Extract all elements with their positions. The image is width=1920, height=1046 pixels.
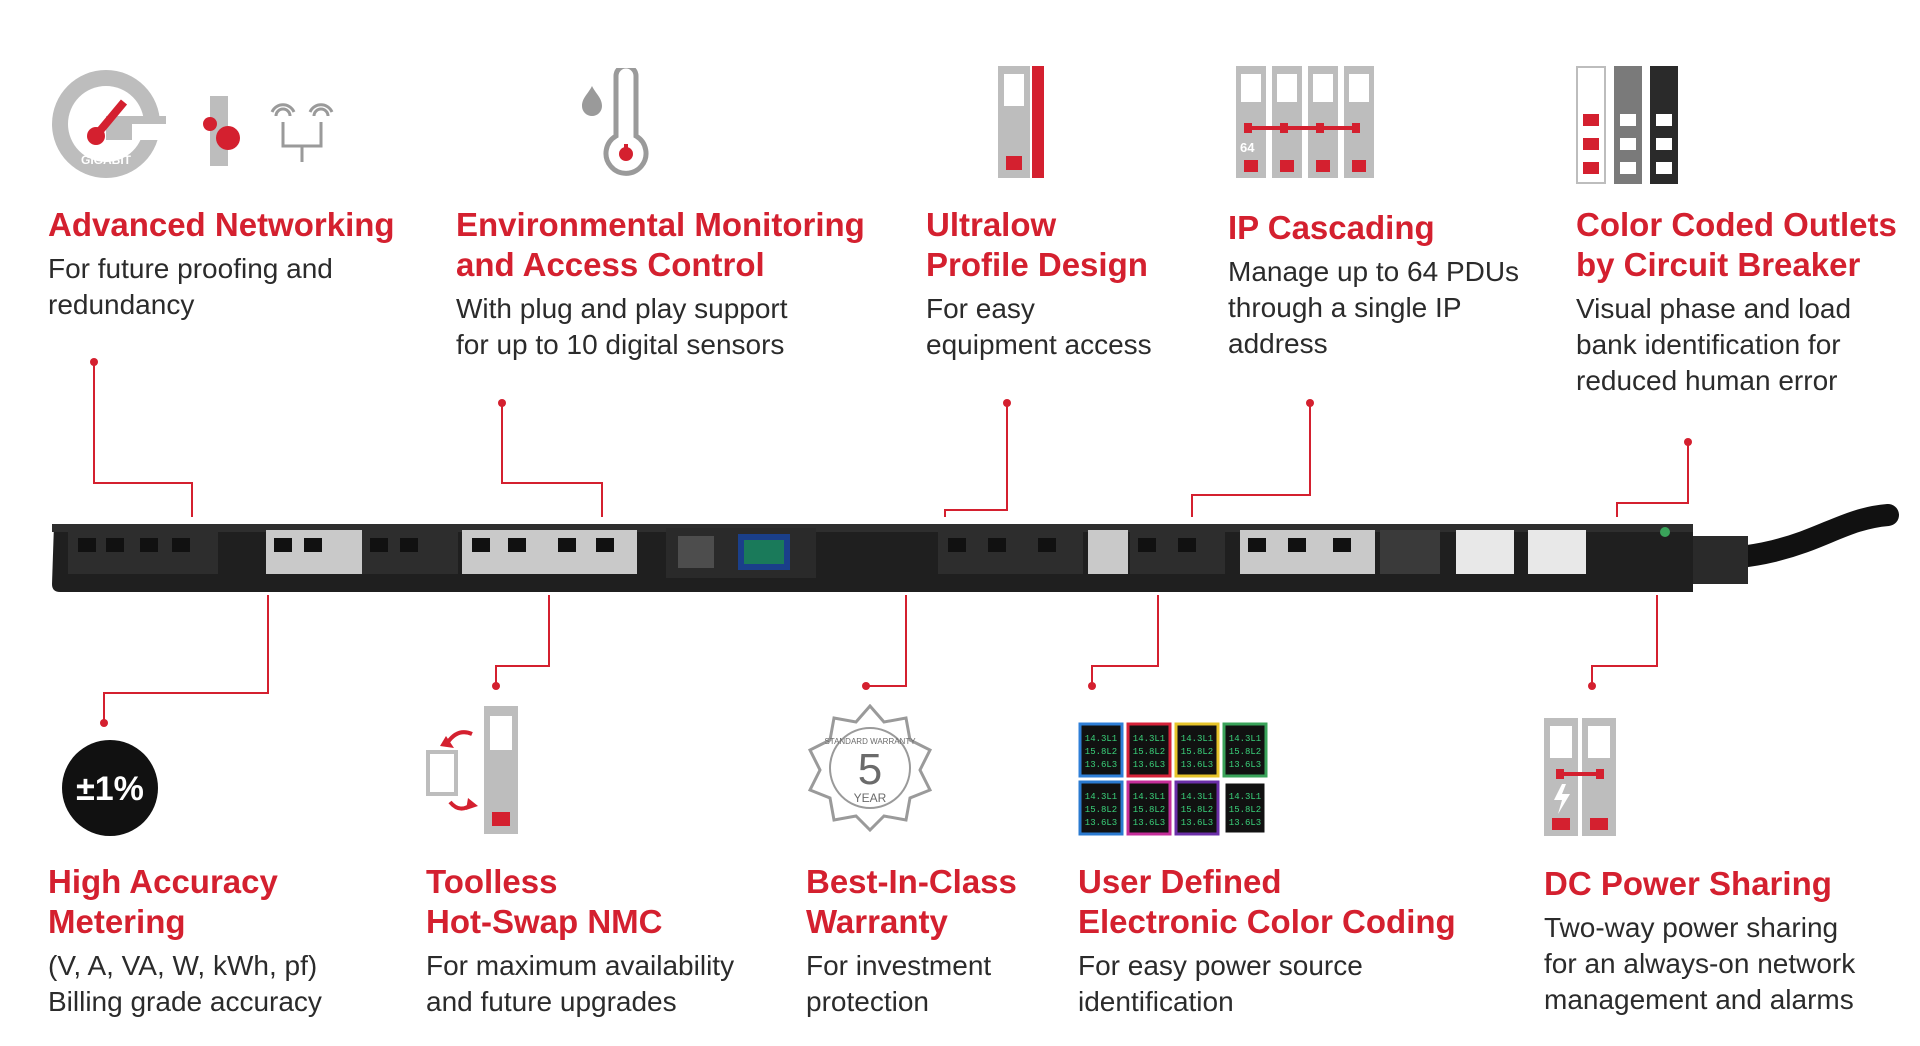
display-cell-reading: 14.3L1 xyxy=(1181,792,1213,802)
ultralow-profile-pdu-icon xyxy=(998,66,1044,178)
display-cell xyxy=(1222,722,1268,778)
color-display-grid-icon: 14.3L1 15.8L2 13.6L3 14.3L1 15.8L2 13.6L3 14.3… xyxy=(1078,722,1268,836)
feature-title: Ultralow Profile Design xyxy=(926,206,1148,283)
feature-advanced-networking: Advanced Networking For future proofing … xyxy=(48,205,468,323)
display-cell-reading: 14.3L1 xyxy=(1133,792,1165,802)
feature-title: User Defined Electronic Color Coding xyxy=(1078,863,1456,940)
display-cell xyxy=(1174,780,1220,836)
display-cell xyxy=(1126,722,1172,778)
display-cell-reading: 15.8L2 xyxy=(1085,805,1117,815)
feature-description: Visual phase and load bank identificatio… xyxy=(1576,293,1852,396)
display-cell-reading: 14.3L1 xyxy=(1133,734,1165,744)
color-coded-outlets-icon xyxy=(1576,66,1678,184)
feature-title: IP Cascading xyxy=(1228,209,1435,246)
display-cell-reading: 15.8L2 xyxy=(1229,805,1261,815)
display-cell-reading: 13.6L3 xyxy=(1133,760,1165,770)
display-cell-reading: 13.6L3 xyxy=(1085,818,1117,828)
feature-description: Two-way power sharing for an always-on n… xyxy=(1544,912,1856,1015)
display-cell-reading: 13.6L3 xyxy=(1133,818,1165,828)
dc-power-sharing-icon xyxy=(1544,718,1616,836)
display-cell-reading: 14.3L1 xyxy=(1085,734,1117,744)
pdu-strip-image xyxy=(52,504,1899,592)
feature-description: For easy power source identification xyxy=(1078,950,1363,1017)
feature-high-accuracy-metering: High Accuracy Metering (V, A, VA, W, kWh… xyxy=(48,862,408,1020)
feature-title: Color Coded Outlets by Circuit Breaker xyxy=(1576,206,1897,283)
feature-title: Toolless Hot-Swap NMC xyxy=(426,863,663,940)
display-cell-reading: 14.3L1 xyxy=(1085,792,1117,802)
display-cell-reading: 14.3L1 xyxy=(1229,792,1261,802)
hot-swap-nmc-icon xyxy=(426,706,518,834)
accuracy-badge-icon: ±1% xyxy=(62,740,158,836)
feature-color-coded-outlets: Color Coded Outlets by Circuit Breaker V… xyxy=(1576,205,1916,399)
feature-title: Best-In-Class Warranty xyxy=(806,863,1017,940)
feature-description: (V, A, VA, W, kWh, pf) Billing grade acc… xyxy=(48,950,322,1017)
display-cell-reading: 13.6L3 xyxy=(1229,760,1261,770)
display-cell xyxy=(1078,722,1124,778)
display-cell-reading: 13.6L3 xyxy=(1181,818,1213,828)
display-cell-reading: 13.6L3 xyxy=(1229,818,1261,828)
gigabit-network-icon: GIGABIT xyxy=(52,70,334,178)
display-cell xyxy=(1078,780,1124,836)
display-cell-reading: 13.6L3 xyxy=(1085,760,1117,770)
display-cell-reading: 15.8L2 xyxy=(1133,805,1165,815)
feature-electronic-color-coding: User Defined Electronic Color Coding For… xyxy=(1078,862,1478,1020)
svg-text:STANDARD WARRANTY: STANDARD WARRANTY xyxy=(824,737,916,746)
feature-warranty: Best-In-Class Warranty For investment pr… xyxy=(806,862,1106,1020)
feature-title: High Accuracy Metering xyxy=(48,863,278,940)
display-cell-reading: 15.8L2 xyxy=(1229,747,1261,757)
feature-toolless-hot-swap-nmc: Toolless Hot-Swap NMC For maximum availa… xyxy=(426,862,786,1020)
warranty-seal-icon: STANDARD WARRANTY 5 YEAR xyxy=(807,704,933,832)
display-cell-reading: 15.8L2 xyxy=(1133,747,1165,757)
display-cell xyxy=(1222,780,1268,836)
svg-text:5: 5 xyxy=(858,745,882,794)
feature-description: Manage up to 64 PDUs through a single IP… xyxy=(1228,256,1520,359)
feature-ultralow-profile: Ultralow Profile Design For easy equipme… xyxy=(926,205,1226,363)
feature-description: For maximum availability and future upgr… xyxy=(426,950,735,1017)
svg-text:64: 64 xyxy=(1240,140,1255,155)
feature-title: Environmental Monitoring and Access Cont… xyxy=(456,206,865,283)
display-cell-reading: 15.8L2 xyxy=(1181,747,1213,757)
feature-dc-power-sharing: DC Power Sharing Two-way power sharing f… xyxy=(1544,864,1904,1018)
feature-ip-cascading: IP Cascading Manage up to 64 PDUs throug… xyxy=(1228,208,1568,362)
display-cell-reading: 14.3L1 xyxy=(1181,734,1213,744)
feature-description: For future proofing and redundancy xyxy=(48,253,333,320)
display-cell-reading: 13.6L3 xyxy=(1181,760,1213,770)
display-cell-reading: 14.3L1 xyxy=(1229,734,1261,744)
display-cell-reading: 15.8L2 xyxy=(1085,747,1117,757)
display-cell-reading: 15.8L2 xyxy=(1181,805,1213,815)
ip-cascading-icon: 64 xyxy=(1236,66,1374,178)
feature-description: For easy equipment access xyxy=(926,293,1152,360)
feature-title: DC Power Sharing xyxy=(1544,865,1832,902)
thermometer-humidity-icon xyxy=(582,68,649,176)
svg-text:±1%: ±1% xyxy=(76,770,144,808)
feature-environmental-monitoring: Environmental Monitoring and Access Cont… xyxy=(456,205,896,363)
display-cell xyxy=(1126,780,1172,836)
feature-description: For investment protection xyxy=(806,950,992,1017)
svg-text:GIGABIT: GIGABIT xyxy=(81,153,132,167)
feature-title: Advanced Networking xyxy=(48,206,395,243)
svg-text:YEAR: YEAR xyxy=(854,791,887,805)
display-cell xyxy=(1174,722,1220,778)
feature-description: With plug and play support for up to 10 … xyxy=(456,293,788,360)
